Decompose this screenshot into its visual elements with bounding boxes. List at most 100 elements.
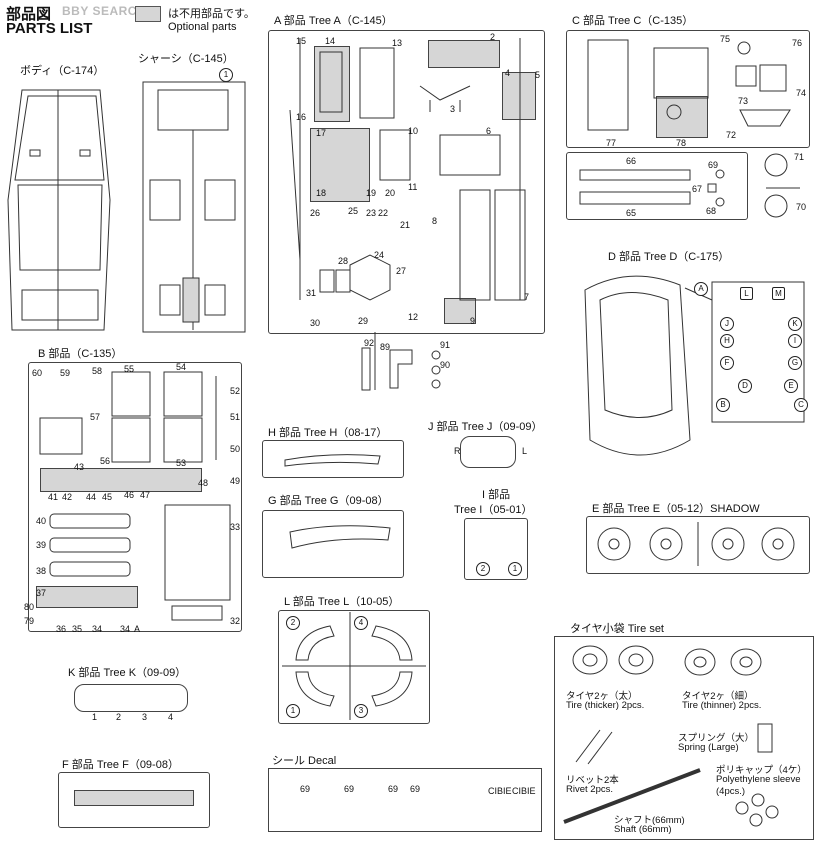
body-label: ボディ（C-174） [20, 65, 105, 77]
tree-a-num: 19 [366, 188, 377, 198]
tree-c-num: 75 [720, 34, 731, 44]
tree-a-num: 89 [380, 342, 391, 352]
tree-h-label: H 部品 Tree H（08-17） [268, 427, 388, 439]
tree-a-num: 18 [316, 188, 327, 198]
shaft-en: Shaft (66mm) [614, 824, 672, 835]
tree-b-num: 40 [36, 516, 47, 526]
tree-b-num: 34 [120, 624, 131, 634]
legend-jp: は不用部品です。 [168, 8, 255, 20]
tree-c-num: 74 [796, 88, 807, 98]
rivet-jp: リベット2本 [566, 775, 619, 786]
tree-b-num: 52 [230, 386, 241, 396]
decal-label: シール Decal [272, 755, 337, 767]
tree-b-num: 38 [36, 566, 47, 576]
tree-d-gate: K [788, 317, 802, 331]
tree-d-gate: F [720, 356, 734, 370]
decal-sheet [268, 768, 542, 832]
tree-c-part-78-optional [656, 96, 708, 138]
tire-thick-jp: タイヤ2ヶ（太） [566, 691, 638, 702]
tree-a-num: 8 [432, 216, 438, 226]
tree-b-num: 51 [230, 412, 241, 422]
tree-a-num: 27 [396, 266, 407, 276]
tree-b-num: 45 [102, 492, 113, 502]
tree-a-num: 13 [392, 38, 403, 48]
tree-g-frame [262, 510, 404, 578]
tree-b-part-43-optional [40, 468, 202, 492]
tree-d-gate: B [716, 398, 730, 412]
tree-k-frame [74, 684, 188, 712]
poly-qty: (4pcs.) [716, 786, 746, 797]
decal-69: 69 [388, 784, 399, 794]
tree-a-num: 29 [358, 316, 369, 326]
tree-i-label-2: Tree I（05-01） [454, 504, 533, 516]
tree-c-frame-bottom [566, 152, 748, 220]
tree-d-gate: L [740, 287, 753, 300]
page-title-en: PARTS LIST [6, 20, 93, 37]
watermark: BBY SEARCH [62, 4, 147, 18]
tree-a-num: 26 [310, 208, 321, 218]
tree-b-num: 57 [90, 412, 101, 422]
tree-j-num: L [522, 446, 528, 456]
tree-j-label: J 部品 Tree J（09-09） [428, 421, 543, 433]
tree-a-num: 17 [316, 128, 327, 138]
tree-b-num: 36 [56, 624, 67, 634]
tree-a-part-2-optional [428, 40, 500, 68]
tree-a-num: 25 [348, 206, 359, 216]
tree-i-num: 2 [476, 562, 490, 576]
tree-b-num: 58 [92, 366, 103, 376]
tree-a-num: 23 [366, 208, 377, 218]
tree-l-num: 3 [354, 704, 368, 718]
tree-b-part-37-optional [36, 586, 138, 608]
tree-c-num: 67 [692, 184, 703, 194]
tree-a-num: 28 [338, 256, 349, 266]
legend-en: Optional parts [168, 21, 237, 33]
tire-set-frame [554, 636, 814, 840]
tree-l-frame [278, 610, 430, 724]
tree-a-part-9-optional [444, 298, 476, 324]
tree-a-num: 7 [524, 292, 530, 302]
tree-a-num: 6 [486, 126, 492, 136]
tree-b-num: 43 [74, 462, 85, 472]
tree-c-num: 70 [796, 202, 807, 212]
tree-e-label: E 部品 Tree E（05-12）SHADOW [592, 503, 760, 515]
tree-d-gate: J [720, 317, 734, 331]
chassis-label: シャーシ（C-145） [138, 53, 234, 65]
tire-set-label: タイヤ小袋 Tire set [570, 623, 664, 635]
tree-k-num: 1 [92, 712, 98, 722]
decal-cibie: CIBIE [512, 786, 536, 796]
tree-a-label: A 部品 Tree A（C-145） [274, 15, 393, 27]
tree-c-num: 71 [794, 152, 805, 162]
tree-b-num: 54 [176, 362, 187, 372]
tree-k-num: 3 [142, 712, 148, 722]
tree-d-gate: C [794, 398, 808, 412]
tree-b-num: 44 [86, 492, 97, 502]
tree-d-label: D 部品 Tree D（C-175） [608, 251, 730, 263]
tree-c-num: 78 [676, 138, 687, 148]
shaft-jp: シャフト(66mm) [614, 815, 685, 826]
tree-b-num: 35 [72, 624, 83, 634]
tree-c-num: 66 [626, 156, 637, 166]
tree-b-num: 49 [230, 476, 241, 486]
tree-a-num: 3 [450, 104, 456, 114]
tree-a-num: 20 [385, 188, 396, 198]
tree-b-num: 37 [36, 588, 47, 598]
tree-i-num: 1 [508, 562, 522, 576]
tree-c-num: 69 [708, 160, 719, 170]
tree-j-num: R [454, 446, 461, 456]
tree-b-num: 60 [32, 368, 43, 378]
tree-k-num: 4 [168, 712, 174, 722]
tree-a-num: 2 [490, 32, 496, 42]
tree-c-num: 76 [792, 38, 803, 48]
tree-l-label: L 部品 Tree L（10-05） [284, 596, 400, 608]
tree-c-num: 72 [726, 130, 737, 140]
tire-thick-en: Tire (thicker) 2pcs. [566, 700, 645, 711]
poly-jp: ポリキャップ（4ケ） [716, 765, 807, 776]
tree-b-num: 53 [176, 458, 187, 468]
